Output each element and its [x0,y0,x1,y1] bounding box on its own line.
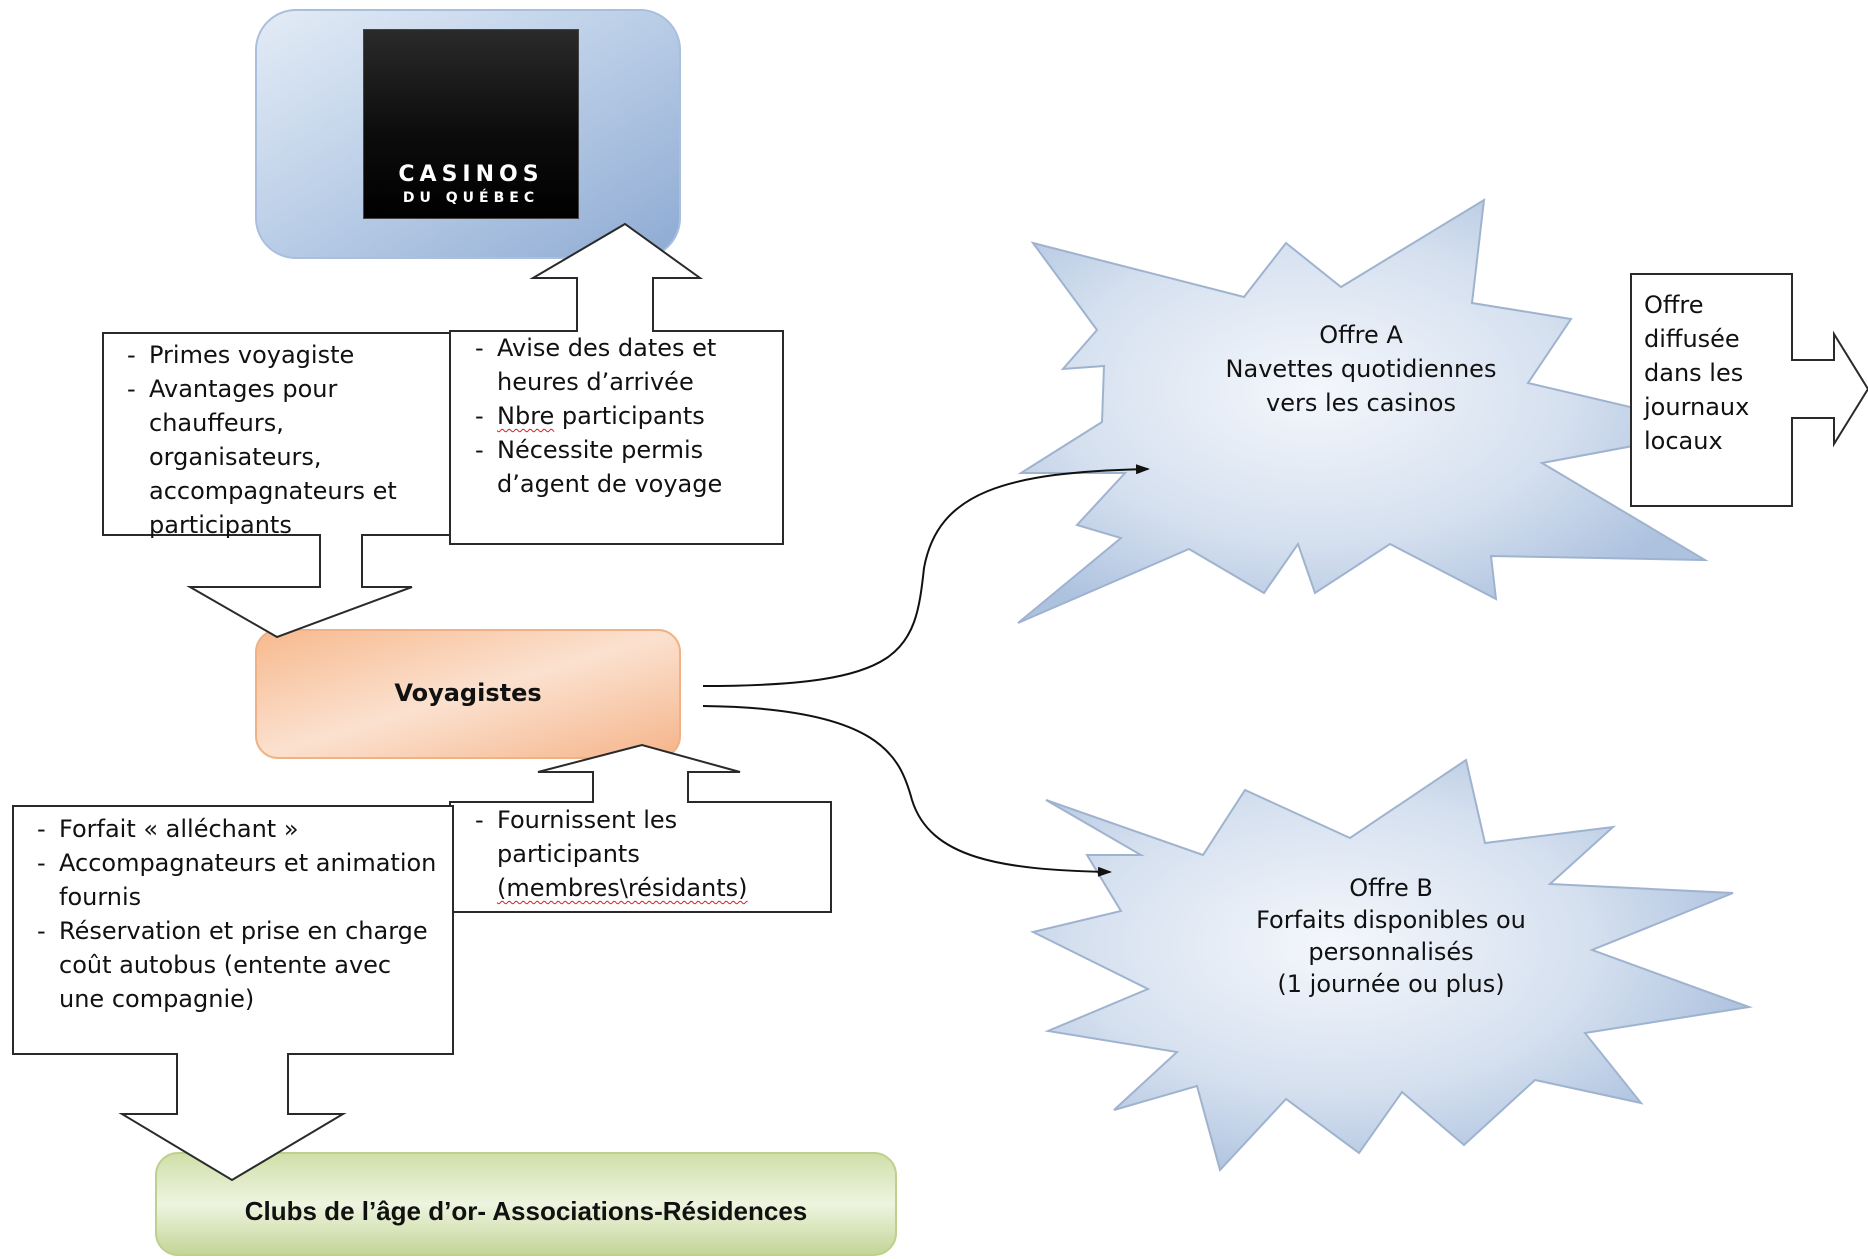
list-item: Nbre participants [475,399,775,433]
participants-text: participants [554,402,705,430]
list-item: Primes voyagiste [127,338,437,372]
starburst-offre-a [1017,198,1725,624]
list-item: Nécessite permis d’agent de voyage [475,433,775,501]
voyagistes-to-casino-text: Avise des dates et heures d’arrivée Nbre… [475,331,775,501]
offre-b-line-4: (1 journée ou plus) [1277,970,1505,998]
offre-a-line-3: vers les casinos [1265,389,1456,417]
voyagistes-to-clubs-text: Forfait « alléchant » Accompagnateurs et… [37,812,442,1016]
offre-a-title: Offre A [1319,321,1403,349]
logo-line-2: DU QUÉBEC [402,190,540,206]
participants-line: Fournissent les participants [497,806,678,868]
nbre-abbrev: Nbre [497,402,555,430]
clubs-label: Clubs de l’âge d’or- Associations-Réside… [244,1196,808,1226]
list-item: Avantages pour chauffeurs, organisateurs… [127,372,437,542]
offre-a-text: Offre A Navettes quotidiennes vers les c… [1158,318,1564,420]
offre-b-title: Offre B [1349,874,1433,902]
clubs-box [155,1152,897,1256]
list-item: Réservation et prise en charge coût auto… [37,914,442,1016]
connector-to-offre-b [702,705,1112,877]
list-item: Forfait « alléchant » [37,812,442,846]
voyagistes-box [255,629,681,759]
list-item: Accompagnateurs et animation fournis [37,846,442,914]
connector-to-offre-a [702,464,1150,687]
offre-b-line-2: Forfaits disponibles ou [1256,906,1526,934]
logo-line-1: CASINOS [398,162,544,187]
casinos-du-quebec-logo: CASINOS DU QUÉBEC [364,30,578,218]
callout-offre-a-note [1630,273,1868,507]
list-item: Avise des dates et heures d’arrivée [475,331,775,399]
casino-to-voyagistes-text: Primes voyagiste Avantages pour chauffeu… [127,338,437,542]
offre-b-line-3: personnalisés [1308,938,1474,966]
offre-a-line-2: Navettes quotidiennes [1225,355,1497,383]
membres-residants: (membres\résidants) [497,874,748,902]
voyagistes-label: Voyagistes [394,679,542,707]
list-item: Fournissent les participants (membres\rés… [475,803,825,905]
starburst-offre-b [1030,758,1753,1172]
clubs-to-voyagistes-text: Fournissent les participants (membres\rés… [475,803,825,905]
offre-a-note-text: Offre diffusée dans les journaux locaux [1644,291,1750,455]
offre-b-text: Offre B Forfaits disponibles ou personna… [1188,872,1594,1000]
